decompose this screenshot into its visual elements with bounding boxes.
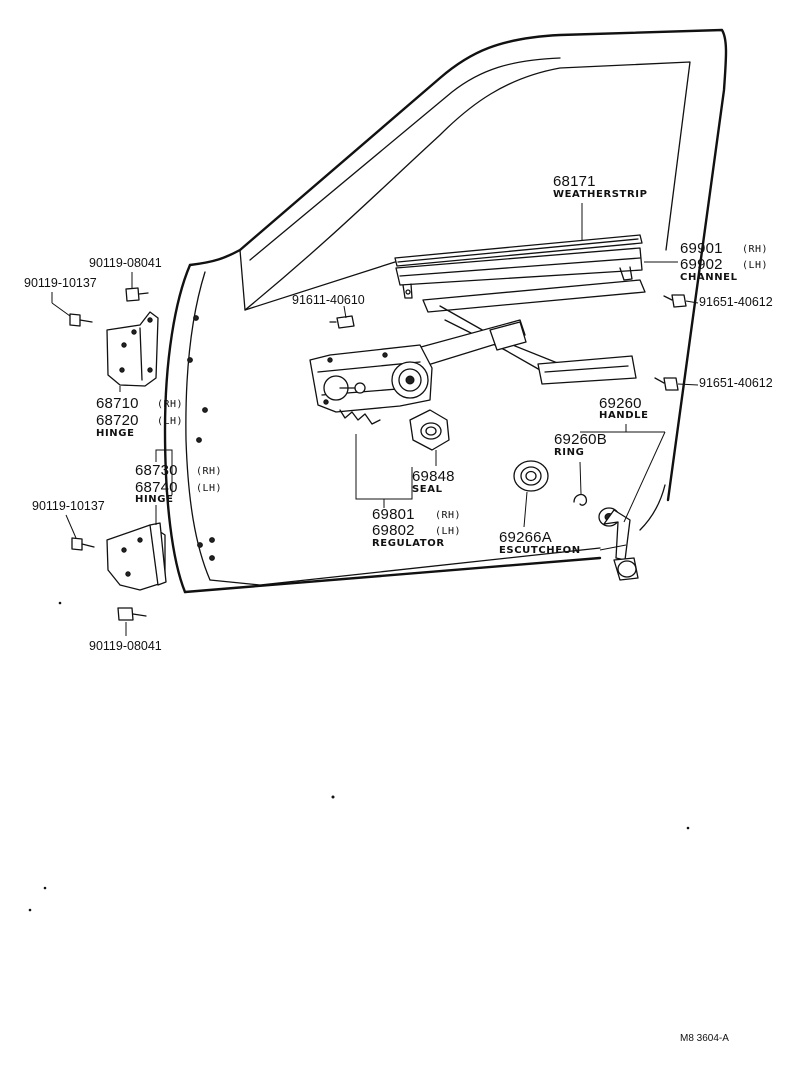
regulator-side-lh: (LH) — [435, 526, 462, 537]
channel-side-rh: (RH) — [742, 244, 769, 255]
bolt-regulator — [329, 315, 355, 329]
lower-hinge-side-rh: (RH) — [196, 466, 223, 477]
bolt-upper-hinge-a — [125, 287, 149, 302]
lower-hinge-number-rh: 68730 — [135, 462, 178, 479]
channel-number-rh: 69901 — [680, 240, 723, 257]
lower-hinge-name: HINGE — [135, 494, 174, 505]
regulator-side-rh: (RH) — [435, 510, 462, 521]
upper-hinge-number-lh: 68720 — [96, 412, 139, 429]
handle-number: 69260 — [599, 395, 642, 412]
bolt-lower-hinge-b — [117, 607, 147, 621]
handle-part — [598, 507, 639, 581]
weatherstrip-part — [394, 234, 643, 267]
bolt-channel-upper — [663, 294, 687, 308]
seal-part — [409, 409, 450, 451]
figure-code: M8 3604-A — [680, 1033, 729, 1044]
weatherstrip-number: 68171 — [553, 173, 596, 190]
seal-name: SEAL — [412, 484, 443, 495]
channel-part — [395, 247, 643, 299]
upper-hinge-part — [106, 311, 159, 387]
ring-number: 69260B — [554, 431, 607, 448]
weatherstrip-name: WEATHERSTRIP — [553, 189, 648, 200]
regulator-number-rh: 69801 — [372, 506, 415, 523]
lower-hinge-number-lh: 68740 — [135, 479, 178, 496]
seal-number: 69848 — [412, 468, 455, 485]
bolt-channel-lower-number: 91651-40612 — [699, 376, 773, 390]
upper-hinge-name: HINGE — [96, 428, 135, 439]
regulator-name: REGULATOR — [372, 538, 445, 549]
upper-hinge-bolt-a-number: 90119-08041 — [89, 256, 162, 270]
upper-hinge-side-lh: (LH) — [157, 416, 184, 427]
channel-side-lh: (LH) — [742, 260, 769, 271]
scan-specks — [28, 601, 690, 912]
lower-hinge-side-lh: (LH) — [196, 483, 223, 494]
bolt-channel-lower — [654, 377, 679, 391]
bolt-upper-hinge-b — [69, 313, 93, 327]
upper-hinge-bolt-b-number: 90119-10137 — [24, 276, 97, 290]
bolt-regulator-number: 91611-40610 — [292, 293, 365, 307]
regulator-number-lh: 69802 — [372, 522, 415, 539]
channel-number-lh: 69902 — [680, 256, 723, 273]
handle-name: HANDLE — [599, 410, 649, 421]
ring-name: RING — [554, 447, 585, 458]
escutcheon-name: ESCUTCHEON — [499, 545, 581, 556]
ring-part — [573, 493, 588, 506]
upper-hinge-number-rh: 68710 — [96, 395, 139, 412]
upper-hinge-side-rh: (RH) — [157, 399, 184, 410]
leader-lines — [51, 203, 699, 636]
lower-hinge-bolt-b-number: 90119-08041 — [89, 639, 162, 653]
door-frame — [163, 28, 728, 594]
escutcheon-number: 69266A — [499, 529, 552, 546]
lower-hinge-bolt-a-number: 90119-10137 — [32, 499, 105, 513]
regulator-part — [309, 279, 646, 425]
bolt-lower-hinge-a — [71, 537, 95, 551]
escutcheon-part — [513, 460, 549, 492]
lower-hinge-part — [106, 522, 167, 591]
bolt-channel-upper-number: 91651-40612 — [699, 295, 773, 309]
channel-name: CHANNEL — [680, 272, 738, 283]
